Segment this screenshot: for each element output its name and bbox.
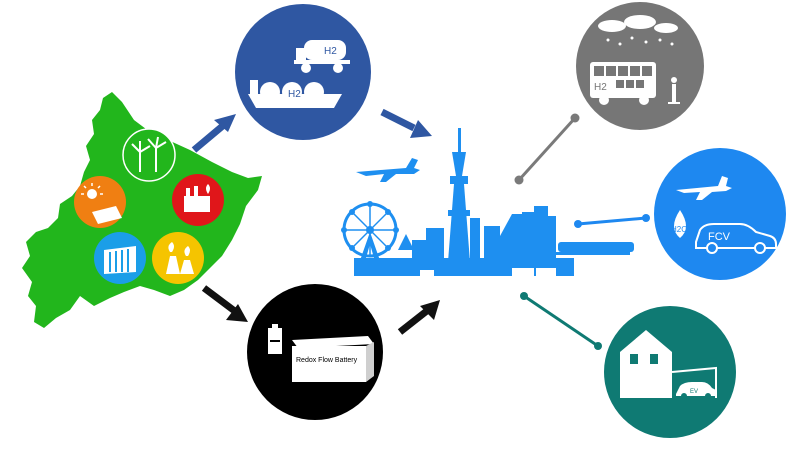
car-icon: FCV [695,223,777,254]
arrow-map-to-battery [201,285,248,322]
fcv-label: FCV [708,231,731,243]
bus-icon: H2 [590,62,656,105]
hydrogen-ship-icon: H2 [248,80,342,108]
arrow-battery-to-city [397,300,440,335]
ev-label: EV [690,389,698,395]
ship-h2-label: H2 [288,89,301,100]
battery-box-icon: Redox Flow Battery [292,336,374,382]
bus-stop-icon [668,77,680,104]
connector-city-to-house [520,292,602,350]
tv-tower-icon [448,128,470,262]
wind-power-icon [122,128,176,182]
arrow-transport-to-city [380,108,432,138]
house-icon [620,330,672,398]
bus-h2-label: H2 [594,82,607,93]
hokkaido-map [22,92,262,328]
battery-icon [268,324,282,354]
battery-label: Redox Flow Battery [296,357,358,364]
hokkaido-map-shape [22,92,262,328]
solar-power-icon [74,176,126,228]
city-skyline [341,128,634,276]
h2o-label: H2O [671,225,687,234]
train-icon [556,242,634,255]
thermal-power-icon [172,174,224,226]
fuel-cell-vehicle-node: H2O FCV [654,148,786,280]
hydrogen-truck-icon: H2 [294,40,350,73]
airplane-icon [676,176,732,200]
geothermal-power-icon [152,232,204,284]
house-ev-node: EV [604,306,736,438]
connector-city-to-fcv [574,214,650,228]
carport-icon [671,366,717,398]
truck-h2-label: H2 [324,46,337,57]
ev-car-icon: EV [676,382,716,399]
arrow-map-to-transport [191,114,236,153]
airplane-icon [356,158,420,182]
water-drop-icon: H2O [671,210,687,238]
clouds-icon [598,15,678,46]
hydrogen-bus-node: H2 [576,2,704,130]
redox-flow-battery-node: Redox Flow Battery [247,284,383,420]
connector-city-to-bus [514,113,580,185]
hydro-power-icon [94,232,146,284]
hydrogen-transport-node: H2 H2 [235,4,371,140]
